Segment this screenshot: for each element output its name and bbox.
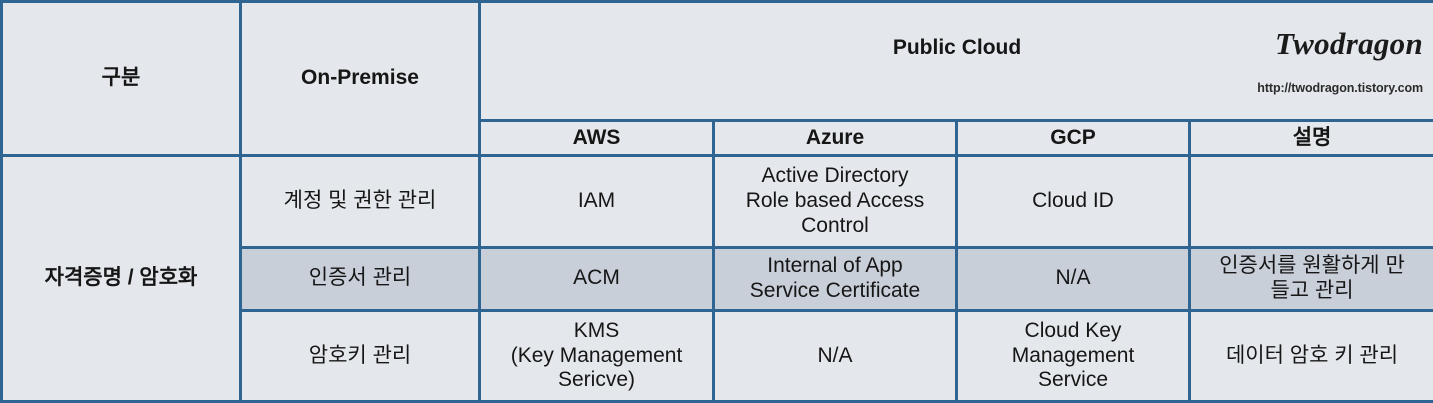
watermark-logo: Twodragon http://twodragon.tistory.com	[1257, 7, 1423, 116]
cell-azure-2: Internal of App Service Certificate	[712, 245, 958, 312]
cell-aws-1: IAM	[478, 154, 715, 249]
cell-gcp-3: Cloud Key Management Service	[955, 308, 1191, 403]
public-cloud-group-label: Public Cloud	[892, 36, 1022, 60]
cell-azure-1: Active Directory Role based Access Contr…	[712, 154, 958, 249]
cell-azure-3: N/A	[712, 308, 958, 403]
table-row: 인증서 관리 ACM Internal of App Service Certi…	[2, 245, 1433, 312]
header-cell-on-premise: On-Premise	[239, 0, 481, 158]
cell-item-2: 인증서 관리	[239, 245, 481, 312]
table-row: 자격증명 / 암호화 계정 및 권한 관리 IAM Active Directo…	[0, 154, 1433, 403]
header-cell-azure: Azure	[712, 118, 958, 158]
cell-item-3: 암호키 관리	[239, 308, 481, 403]
row-category-credential-encryption: 자격증명 / 암호화	[0, 154, 242, 403]
watermark-url: http://twodragon.tistory.com	[1257, 81, 1424, 95]
table-row: 암호키 관리 KMS (Key Management Sericve) N/A …	[2, 308, 1433, 403]
cell-item-1: 계정 및 권한 관리	[239, 154, 481, 249]
header-cell-gcp: GCP	[955, 118, 1191, 158]
cell-gcp-1: Cloud ID	[955, 154, 1191, 249]
cell-aws-3: KMS (Key Management Sericve)	[478, 308, 715, 403]
cell-desc-3: 데이터 암호 키 관리	[1187, 308, 1433, 403]
cell-desc-2: 인증서를 원활하게 만 들고 관리	[1187, 245, 1433, 312]
table-header-row-top: 구분 On-Premise Public Cloud Twodragon htt…	[0, 0, 1433, 158]
header-cell-description: 설명	[1187, 118, 1433, 158]
table-header-row-sub: AWS Azure GCP 설명	[2, 118, 1433, 158]
cell-aws-2: ACM	[478, 245, 715, 312]
cell-desc-1	[1187, 154, 1433, 249]
header-cell-aws: AWS	[478, 118, 715, 158]
cell-gcp-2: N/A	[955, 245, 1191, 312]
header-cell-public-cloud-group: Public Cloud Twodragon http://twodragon.…	[477, 0, 1433, 122]
header-cell-category: 구분	[0, 0, 242, 158]
